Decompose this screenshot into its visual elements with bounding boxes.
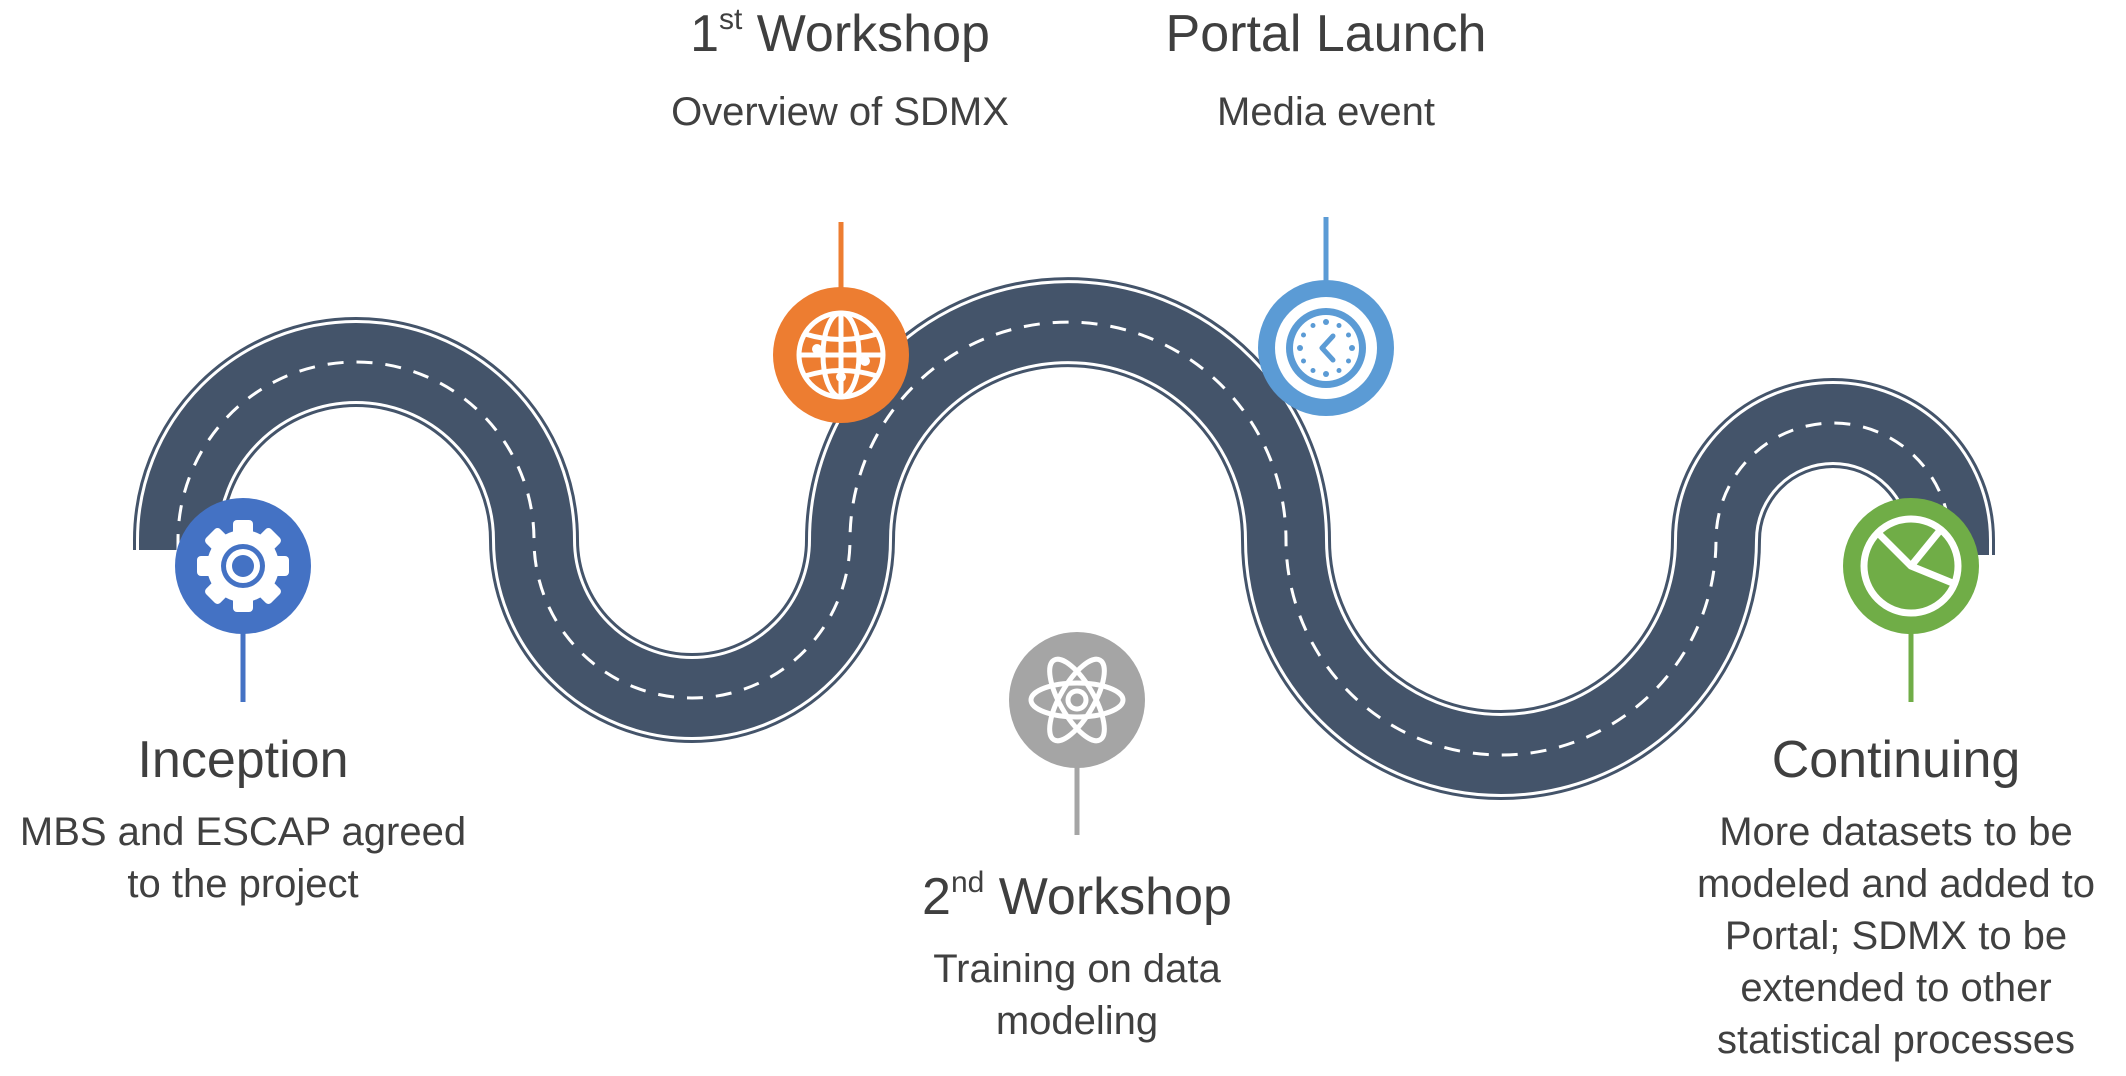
workshop1-milestone-marker <box>773 287 909 423</box>
workshop1-title-number: 1 <box>690 5 719 63</box>
portal-label: Portal Launch Media event <box>1086 2 1566 138</box>
portal-milestone-marker <box>1258 280 1394 416</box>
road-center-dashes <box>176 320 1952 757</box>
workshop2-label: 2nd Workshop Training on data modeling <box>837 865 1317 1047</box>
workshop2-title: 2nd Workshop <box>837 865 1317 929</box>
portal-title: Portal Launch <box>1165 5 1487 63</box>
workshop1-description: Overview of SDMX <box>671 90 1009 134</box>
pie-chart-icon <box>1860 515 1962 617</box>
clock-icon <box>1275 297 1377 399</box>
workshop2-title-number: 2 <box>922 868 951 926</box>
workshop1-title: 1st Workshop <box>600 2 1080 66</box>
continuing-title: Continuing <box>1771 731 2021 789</box>
atom-icon <box>1028 656 1126 744</box>
workshop2-title-ordinal: nd <box>950 866 985 899</box>
workshop2-title-text: Workshop <box>984 868 1232 926</box>
continuing-label: Continuing More datasets to be modeled a… <box>1666 728 2126 1066</box>
workshop2-milestone-marker <box>1009 632 1145 768</box>
inception-description: MBS and ESCAP agreed to the project <box>19 810 467 906</box>
globe-icon <box>796 310 886 400</box>
continuing-milestone-marker <box>1843 498 1979 634</box>
road <box>133 277 1995 800</box>
continuing-description: More datasets to be modeled and added to… <box>1696 810 2096 1062</box>
gear-icon <box>197 520 289 612</box>
inception-label: Inception MBS and ESCAP agreed to the pr… <box>3 728 483 910</box>
inception-milestone-marker <box>175 498 311 634</box>
workshop1-title-text: Workshop <box>742 5 990 63</box>
workshop1-title-ordinal: st <box>718 3 743 36</box>
portal-description: Media event <box>1217 90 1435 134</box>
workshop2-description: Training on data modeling <box>933 947 1221 1043</box>
workshop1-label: 1st Workshop Overview of SDMX <box>600 2 1080 138</box>
inception-title: Inception <box>137 731 349 789</box>
